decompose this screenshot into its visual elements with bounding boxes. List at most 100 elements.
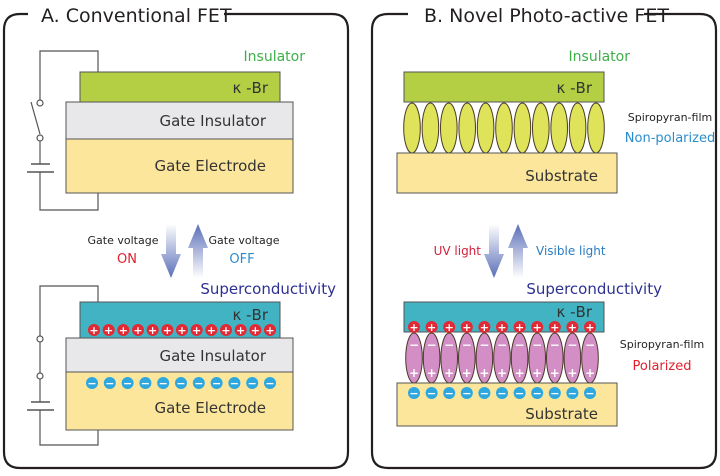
- negative-charge-icon: −: [157, 377, 170, 390]
- gate-voltage-off-state: OFF: [229, 252, 254, 267]
- positive-charge-icon: +: [513, 321, 526, 334]
- spiropyran-molecule: −+: [458, 332, 476, 384]
- svg-text:+: +: [550, 366, 560, 380]
- state-label-superconductivity: Superconductivity: [526, 280, 662, 298]
- gate-insulator-label: Gate Insulator: [159, 347, 266, 365]
- switch-terminal-icon: [36, 335, 44, 343]
- svg-text:+: +: [427, 366, 437, 380]
- spiropyran-molecules-neutral: [403, 102, 605, 154]
- svg-text:+: +: [409, 366, 419, 380]
- negative-charge-icon: −: [566, 387, 579, 400]
- positive-charge-icon: +: [548, 321, 561, 334]
- uv-light-label: UV light: [434, 244, 482, 258]
- conventional-fet-on: Superconductivity κ -Br +++++++++++++ Ga…: [27, 280, 336, 446]
- negative-charge-icon: −: [584, 387, 596, 400]
- photo-fet-superconducting: Superconductivity κ -Br +++++++++++ −+−+…: [396, 280, 704, 427]
- spiropyran-molecule: [458, 102, 477, 154]
- panel-a-frame: [2, 12, 350, 470]
- svg-text:−: −: [568, 387, 577, 400]
- svg-text:+: +: [550, 321, 559, 334]
- svg-text:−: −: [479, 338, 489, 352]
- gate-voltage-on-state: ON: [117, 252, 137, 267]
- svg-text:+: +: [497, 321, 506, 334]
- arrow-down-icon: [484, 224, 504, 278]
- negative-charge-icon: −: [548, 387, 561, 400]
- svg-text:−: −: [176, 377, 185, 390]
- conventional-fet-off: Insulator κ -Br Gate Insulator Gate Elec…: [27, 49, 305, 211]
- positive-charge-icon: +: [117, 324, 130, 337]
- spiropyran-molecule: −+: [546, 332, 564, 384]
- svg-text:+: +: [462, 321, 471, 334]
- svg-text:+: +: [163, 324, 172, 337]
- negative-charge-icon: −: [425, 387, 438, 400]
- svg-text:+: +: [479, 366, 489, 380]
- gate-voltage-on-label: Gate voltage: [88, 234, 159, 247]
- svg-text:+: +: [480, 321, 489, 334]
- negative-charge-icon: −: [513, 387, 526, 400]
- substrate-layer: [396, 152, 618, 194]
- kbr-label: κ -Br: [233, 79, 269, 97]
- svg-text:−: −: [445, 387, 454, 400]
- positive-charge-icon: +: [234, 324, 247, 337]
- svg-text:+: +: [104, 324, 113, 337]
- negative-charge-icon: −: [103, 377, 116, 390]
- svg-text:+: +: [221, 324, 230, 337]
- spiropyran-molecule: [421, 102, 440, 154]
- negative-charges: −−−−−−−−−−−: [408, 387, 596, 400]
- kbr-layer-insulating: [79, 71, 281, 103]
- gate-insulator-label: Gate Insulator: [159, 112, 266, 130]
- svg-text:+: +: [409, 321, 418, 334]
- negative-charge-icon: −: [139, 377, 152, 390]
- panel-b-frame: [370, 12, 718, 470]
- positive-charge-icon: +: [205, 324, 218, 337]
- spiropyran-molecule: −+: [510, 332, 529, 384]
- svg-text:+: +: [265, 324, 274, 337]
- svg-text:+: +: [427, 321, 436, 334]
- spiropyran-molecule: [587, 102, 605, 154]
- negative-charge-icon: −: [228, 377, 241, 390]
- film-label: Spiropyran-film: [628, 111, 712, 124]
- positive-charge-icon: +: [161, 324, 174, 337]
- svg-text:−: −: [462, 387, 471, 400]
- spiropyran-molecule: −+: [422, 332, 441, 384]
- svg-text:+: +: [236, 324, 245, 337]
- svg-text:−: −: [230, 377, 239, 390]
- svg-text:+: +: [567, 366, 577, 380]
- svg-text:+: +: [177, 324, 186, 337]
- kbr-layer-insulating: [403, 71, 605, 103]
- spiropyran-molecule: −+: [405, 332, 423, 384]
- svg-text:−: −: [427, 338, 437, 352]
- gate-circuit-open: [27, 50, 99, 211]
- positive-charge-icon: +: [190, 324, 203, 337]
- positive-charges: +++++++++++: [408, 321, 596, 334]
- svg-text:+: +: [515, 321, 524, 334]
- svg-text:−: −: [462, 338, 472, 352]
- spiropyran-molecule: −+: [528, 332, 547, 384]
- positive-charge-icon: +: [176, 324, 188, 337]
- positive-charge-icon: +: [132, 324, 144, 337]
- positive-charge-icon: +: [531, 321, 544, 334]
- negative-charge-icon: −: [210, 377, 223, 390]
- negative-charge-icon: −: [496, 387, 508, 400]
- open-switch-icon: [30, 101, 41, 135]
- spiropyran-molecule: [532, 102, 550, 154]
- spiropyran-molecule: [568, 102, 587, 154]
- svg-text:+: +: [89, 324, 98, 337]
- film-state-polarized: Polarized: [633, 359, 692, 374]
- spiropyran-molecule: −+: [581, 332, 599, 384]
- svg-text:+: +: [515, 366, 525, 380]
- svg-text:−: −: [444, 338, 454, 352]
- kbr-label: κ -Br: [233, 306, 269, 324]
- svg-text:−: −: [105, 377, 114, 390]
- spiropyran-molecule: [476, 102, 495, 154]
- positive-charge-icon: +: [88, 324, 100, 337]
- svg-text:+: +: [533, 321, 542, 334]
- svg-text:−: −: [515, 387, 524, 400]
- gate-electrode-label: Gate Electrode: [155, 157, 266, 175]
- positive-charge-icon: +: [102, 324, 115, 337]
- svg-text:−: −: [550, 338, 560, 352]
- svg-text:−: −: [427, 387, 436, 400]
- svg-text:−: −: [248, 377, 257, 390]
- svg-text:−: −: [532, 338, 542, 352]
